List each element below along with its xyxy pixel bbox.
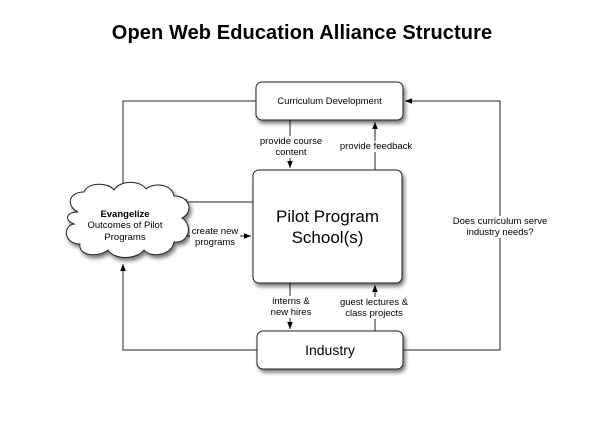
evangelize-line-2: Programs [104, 231, 146, 243]
course-content-line-2: content [275, 147, 307, 158]
guest-lectures-line-1: guest lectures & [339, 297, 409, 308]
question-line-1: Does curriculum serve [452, 216, 548, 227]
evangelize-label: Evangelize Outcomes of Pilot Programs [70, 205, 180, 247]
pilot-line-1: Pilot Program [276, 206, 379, 226]
edge-curriculum-to-evangelize [120, 100, 256, 193]
label-provide-course-content: provide course content [258, 136, 324, 158]
interns-line-1: interns & [272, 296, 310, 307]
pilot-line-2: School(s) [291, 227, 364, 247]
diagram-title: Open Web Education Alliance Structure [111, 22, 493, 44]
industry-text: Industry [305, 342, 355, 358]
feedback-text: provide feedback [339, 141, 413, 152]
label-create-new-programs: create new programs [190, 226, 240, 248]
interns-line-2: new hires [270, 307, 312, 318]
create-programs-line-2: programs [194, 237, 236, 248]
label-interns-new-hires: interns & new hires [268, 296, 314, 318]
evangelize-cloud [65, 181, 190, 258]
label-guest-lectures: guest lectures & class projects [338, 297, 410, 319]
guest-lectures-line-2: class projects [345, 308, 403, 319]
industry-box [256, 330, 404, 370]
evangelize-line-1: Outcomes of Pilot [87, 220, 163, 232]
pilot-program-box [252, 169, 403, 284]
course-content-line-1: provide course [259, 136, 323, 147]
label-provide-feedback: provide feedback [338, 141, 414, 152]
edge-industry-to-evangelize [120, 264, 257, 351]
label-curriculum-question: Does curriculum serve industry needs? [450, 216, 550, 238]
create-programs-line-1: create new [191, 226, 239, 237]
curriculum-text: Curriculum Development [277, 95, 382, 107]
curriculum-development-box [255, 81, 404, 121]
question-line-2: industry needs? [466, 227, 534, 238]
pilot-program-label: Pilot Program School(s) [253, 170, 402, 283]
curriculum-development-label: Curriculum Development [256, 82, 403, 120]
industry-label: Industry [257, 331, 403, 369]
evangelize-heading: Evangelize [100, 208, 150, 220]
